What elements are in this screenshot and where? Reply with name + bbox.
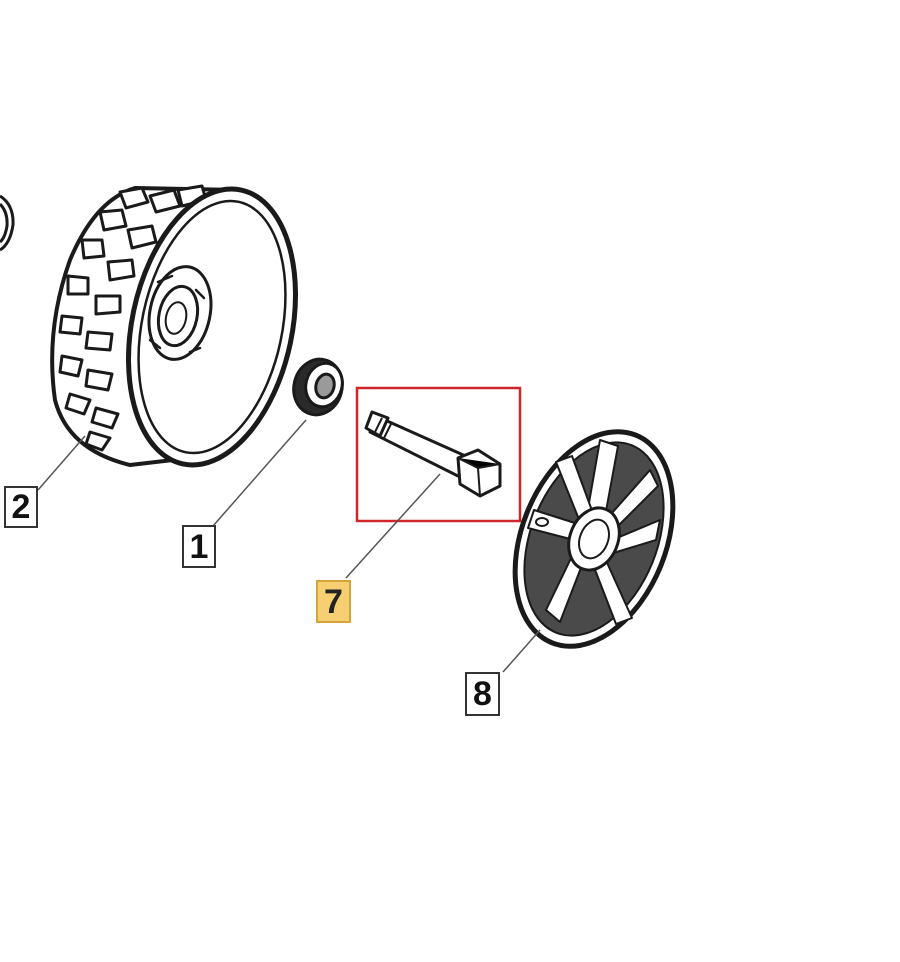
callout-7[interactable]: 7 <box>316 580 351 623</box>
selection-box <box>355 386 522 523</box>
leader-line-7 <box>345 473 441 579</box>
leader-lines <box>37 419 541 673</box>
wheel-part[interactable] <box>50 173 319 480</box>
hubcap-part[interactable] <box>485 408 702 670</box>
callout-8[interactable]: 8 <box>465 672 500 716</box>
callout-2[interactable]: 2 <box>4 486 38 528</box>
leader-line-1 <box>212 419 307 527</box>
leader-line-2 <box>37 435 86 491</box>
partial-part-left-edge <box>0 194 15 252</box>
bushing-part[interactable] <box>288 354 349 421</box>
leader-line-8 <box>502 629 541 673</box>
callout-1[interactable]: 1 <box>182 525 216 568</box>
bolt-part[interactable] <box>364 410 502 498</box>
